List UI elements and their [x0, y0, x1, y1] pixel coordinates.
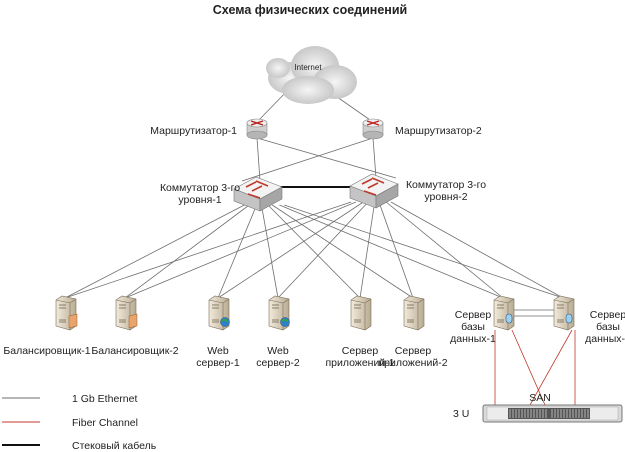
server-label: Сервер	[395, 345, 432, 357]
server-label: приложений-1	[325, 357, 394, 369]
link-router-switch	[241, 137, 374, 182]
server-label: данных-2	[585, 333, 625, 345]
link-router-switch	[256, 137, 261, 182]
server-label: сервер-1	[196, 357, 240, 369]
link-switch-server	[124, 201, 357, 299]
router-label: Маршрутизатор-1	[150, 125, 237, 137]
switch-label: Коммутатор 3-го	[160, 182, 240, 194]
link-router-switch	[256, 137, 397, 179]
link-switch-server	[261, 204, 279, 299]
legend-stack-label: Стековый кабель	[72, 440, 157, 452]
san-label: SAN	[529, 392, 551, 404]
server-label: Сервер	[455, 309, 492, 321]
server-label: сервер-2	[256, 357, 300, 369]
server-label: базы	[596, 321, 620, 333]
storage-array-icon	[482, 404, 623, 423]
router-icon	[246, 118, 268, 140]
legend-fiber-label: Fiber Channel	[72, 417, 138, 429]
link-router-switch	[372, 137, 377, 179]
layer3-switch-icon	[349, 173, 399, 209]
load-balancer-server-icon	[55, 295, 78, 331]
switch-label: уровня-1	[178, 194, 221, 206]
legend-ethernet-label: 1 Gb Ethernet	[72, 393, 137, 405]
link-switch-server	[279, 204, 504, 299]
link-switch-server	[390, 201, 564, 299]
link-fiber-channel	[529, 329, 573, 406]
server-label: Балансировщик-2	[91, 345, 178, 357]
legend: 1 Gb Ethernet Fiber Channel Стековый каб…	[2, 393, 157, 452]
router-label: Маршрутизатор-2	[395, 125, 482, 137]
server-label: Web	[207, 345, 229, 357]
link-fiber-channel	[511, 329, 546, 406]
link-switch-server	[124, 204, 250, 299]
link-switch-server	[64, 201, 352, 299]
cloud-icon	[266, 46, 357, 104]
load-balancer-server-icon	[115, 295, 138, 331]
database-server-icon	[493, 295, 515, 331]
link-switch-server	[359, 201, 376, 299]
switch-label: уровня-2	[424, 191, 467, 203]
application-server-icon	[403, 295, 425, 331]
router-icon	[362, 118, 384, 140]
link-switch-server	[277, 201, 369, 299]
switch-label: Коммутатор 3-го	[406, 179, 486, 191]
web-server-icon	[208, 295, 230, 331]
layer3-switch-icon	[233, 176, 283, 212]
link-switch-server	[267, 204, 361, 299]
server-label: приложений-2	[378, 357, 447, 369]
link-switch-server	[64, 204, 245, 299]
link-switch-server	[217, 201, 364, 299]
san-size-label: 3 U	[453, 408, 469, 420]
server-label: Сервер	[342, 345, 379, 357]
link-switch-server	[284, 204, 564, 299]
server-label: Балансировщик-1	[3, 345, 90, 357]
cloud-label: Internet	[294, 63, 322, 72]
link-switch-server	[378, 201, 414, 299]
link-switch-server	[385, 201, 504, 299]
web-server-icon	[268, 295, 290, 331]
database-server-icon	[553, 295, 575, 331]
connections	[64, 87, 576, 406]
server-label: данных-1	[450, 333, 496, 345]
server-label: базы	[461, 321, 485, 333]
application-server-icon	[350, 295, 372, 331]
diagram-title: Схема физических соединений	[213, 3, 407, 17]
server-label: Сервер	[590, 309, 625, 321]
server-label: Web	[267, 345, 289, 357]
